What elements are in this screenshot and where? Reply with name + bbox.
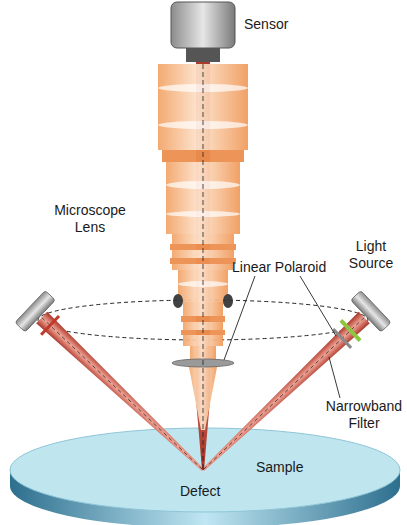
optical-axis (203, 48, 204, 470)
part-label: Light Source (336, 238, 406, 272)
part-label: Sensor (244, 16, 288, 33)
sensor-symbol (171, 2, 235, 62)
microscope-lens (158, 64, 248, 430)
part-label: Linear Polaroid (232, 259, 326, 276)
part-label: Microscope Lens (40, 202, 140, 236)
part-label: Narrowband Filter (322, 398, 406, 432)
part-label: Sample (256, 459, 303, 476)
leader-lines (224, 276, 340, 398)
part-label: Defect (180, 483, 220, 500)
